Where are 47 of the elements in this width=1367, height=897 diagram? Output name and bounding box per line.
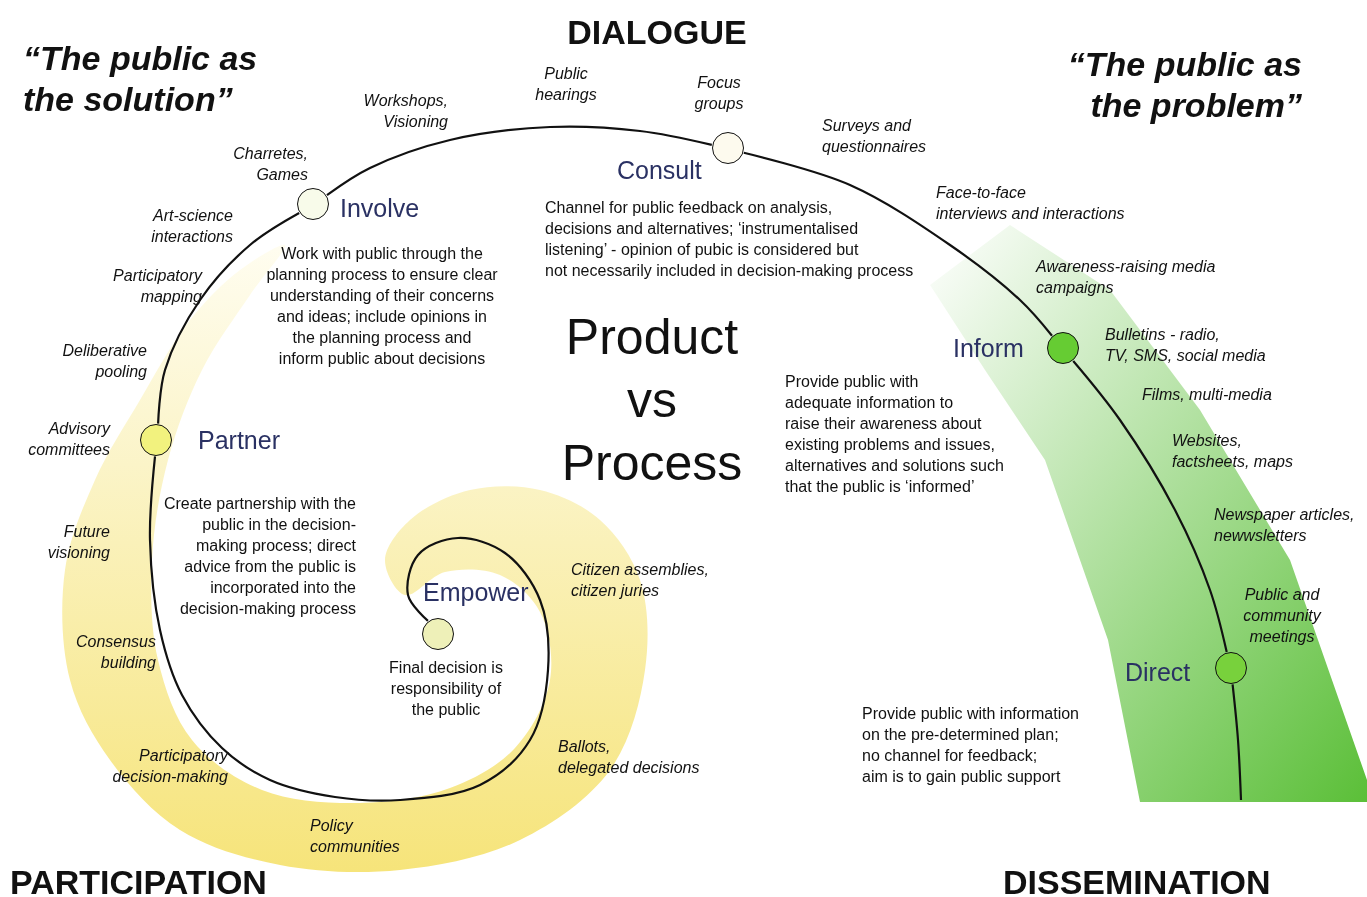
spiral-line <box>157 212 300 424</box>
spiral-line <box>743 151 1053 337</box>
section-heading: DIALOGUE <box>567 12 747 53</box>
stage-description: Create partnership with the public in the decision-making process; direct advice from the public is incorporated into the decision-making process <box>162 494 356 619</box>
method-label: Ballots, delegated decisions <box>558 737 700 778</box>
stage-description: Provide public with adequate information to raise their awareness about existing problems and issues, alternatives and solutions such that the public is ‘informed’ <box>785 372 1004 497</box>
stage-description: Work with public through the planning process to ensure clear understanding of their concerns and ideas; include opinions in the planning process and inform public about decisions <box>266 244 498 369</box>
stage-description: Channel for public feedback on analysis, decisions and alternatives; ‘instrumentalised listening’ - opinion of pubic is considered but not necessarily included in decision-making process <box>545 198 914 281</box>
method-label: Focus groups <box>694 73 744 114</box>
quote-heading: “The public as the solution” <box>23 38 258 120</box>
spiral-line <box>1231 684 1243 801</box>
stage-name: Direct <box>1125 657 1191 687</box>
stage-name: Involve <box>340 193 420 223</box>
spiral-line <box>326 125 713 197</box>
method-label: Workshops, Visioning <box>363 91 448 132</box>
section-heading: DISSEMINATION <box>1003 862 1271 897</box>
stage-circle <box>711 131 744 164</box>
quote-heading: “The public as the problem” <box>1067 44 1302 126</box>
stage-name: Inform <box>953 333 1024 363</box>
stage-name: Consult <box>617 155 702 185</box>
method-label: Face-to-face interviews and interactions <box>936 183 1125 224</box>
method-label: Participatory decision-making <box>112 746 228 787</box>
method-label: Deliberative pooling <box>62 341 147 382</box>
method-label: Future visioning <box>47 522 110 563</box>
stage-circle <box>296 187 329 220</box>
spiral-line <box>148 456 550 802</box>
method-label: Awareness-raising media campaigns <box>1036 257 1216 298</box>
method-label: Surveys and questionnaires <box>822 116 927 157</box>
diagram-title: Product vs Process <box>561 308 743 493</box>
method-label: Citizen assemblies, citizen juries <box>571 560 709 601</box>
method-label: Charretes, Games <box>233 144 308 185</box>
method-label: Advisory committees <box>28 419 110 460</box>
method-label: Participatory mapping <box>113 266 202 307</box>
stage-circle <box>421 617 454 650</box>
method-label: Websites, factsheets, maps <box>1172 431 1293 472</box>
stage-description: Provide public with information on the pre-determined plan; no channel for feedback; aim is to gain public support <box>862 704 1079 787</box>
spiral-line <box>1072 360 1228 653</box>
stage-description: Final decision is responsibility of the public <box>389 658 503 720</box>
method-label: Policy communities <box>310 816 400 857</box>
section-heading: PARTICIPATION <box>10 862 267 897</box>
stage-name: Partner <box>198 425 280 455</box>
method-label: Bulletins - radio, TV, SMS, social media <box>1105 325 1266 366</box>
method-label: Consensus building <box>75 632 156 673</box>
stage-name: Empower <box>423 577 529 607</box>
method-label: Art-science interactions <box>151 206 233 247</box>
method-label: Public hearings <box>535 64 597 105</box>
method-label: Films, multi-media <box>1142 385 1272 405</box>
